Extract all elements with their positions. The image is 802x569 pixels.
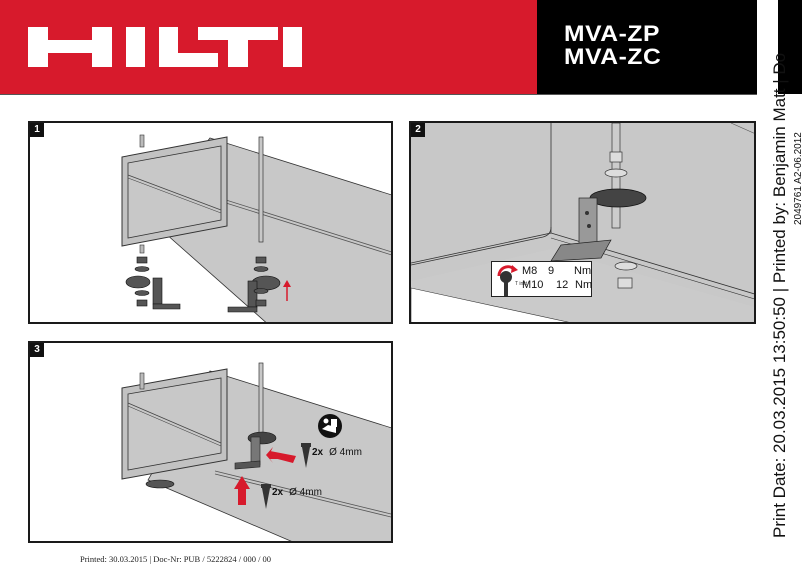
thread-size: M10 (522, 279, 544, 291)
duct-bracket-illustration (121, 134, 391, 322)
screw-spec-bottom: 2x Ø 4mm (272, 487, 322, 498)
thread-size: M8 (522, 265, 538, 277)
step-panel-3: 3 (28, 341, 393, 543)
screw-diameter: Ø 4mm (329, 447, 362, 458)
torque-unit: Nm (574, 265, 592, 277)
doc-code-vertical: 2049761 A2-06.2012 (793, 132, 802, 225)
print-info-vertical: Print Date: 20.03.2015 13:50:50 | Printe… (770, 52, 789, 538)
torque-row-m10: M10 12 Nm (522, 279, 592, 291)
read-manual-icon (318, 414, 342, 438)
header-edge-band (778, 0, 802, 94)
screw-diameter: Ø 4mm (289, 487, 322, 498)
torque-wrench-icon (497, 265, 518, 296)
push-arrow-left-icon (266, 447, 296, 463)
step-number: 1 (30, 123, 44, 137)
push-up-arrow-icon (283, 280, 291, 301)
step-number: 2 (411, 123, 425, 137)
print-footer: Printed: 30.03.2015 | Doc-Nr: PUB / 5222… (80, 554, 272, 564)
screw-quantity: 2x (312, 447, 324, 458)
hilti-logo: HILTI (28, 27, 302, 67)
screw-quantity: 2x (272, 487, 284, 498)
header-divider (0, 94, 757, 95)
product-line-2: MVA-ZC (564, 44, 662, 69)
torque-row-m8: M8 9 Nm (522, 265, 591, 277)
step-panel-1: 1 (28, 121, 393, 324)
step-number: 3 (30, 343, 44, 357)
torque-unit: Nm (575, 279, 593, 291)
push-arrow-up-icon (234, 476, 250, 505)
torque-value: 9 (548, 265, 555, 277)
torque-value: 12 (556, 279, 569, 291)
header-product-band (537, 0, 757, 94)
screw-icon (261, 484, 271, 509)
tinst-symbol: T inst (515, 281, 528, 287)
screw-icon (301, 443, 311, 468)
product-title: MVA-ZP MVA-ZC (564, 22, 661, 68)
screw-spec-side: 2x Ø 4mm (312, 447, 362, 458)
product-line-1: MVA-ZP (564, 21, 660, 46)
screw-fastening-illustration (121, 362, 391, 541)
